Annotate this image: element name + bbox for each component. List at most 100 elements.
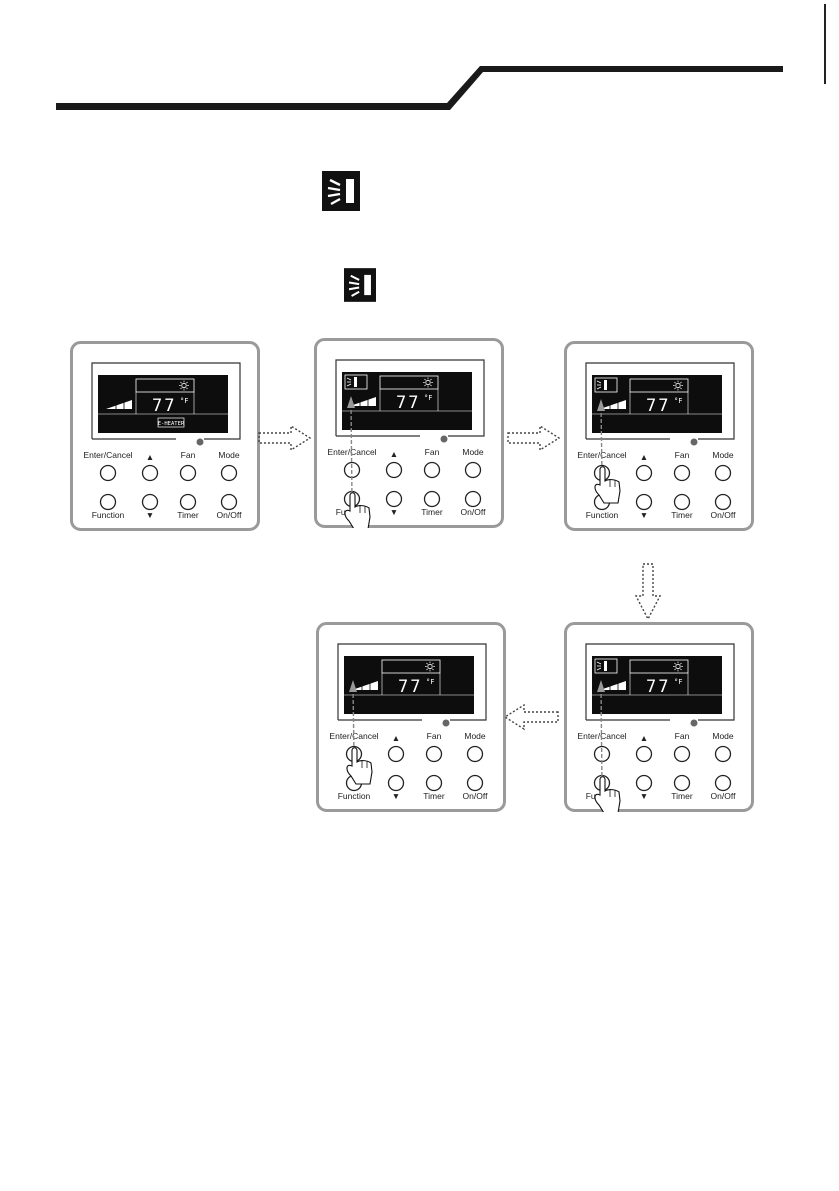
- mode-button[interactable]: [716, 747, 731, 762]
- timer-label: Timer: [671, 791, 693, 801]
- section-header-rule: [0, 0, 839, 120]
- down-button[interactable]: [637, 776, 652, 791]
- dotted-arrow-icon: [506, 424, 562, 457]
- on-off-button[interactable]: [716, 495, 731, 510]
- on-off-label: On/Off: [711, 791, 737, 801]
- page-edge-mark: [822, 4, 830, 84]
- on-off-button[interactable]: [222, 495, 237, 510]
- function-button[interactable]: [101, 495, 116, 510]
- temperature-unit: °F: [674, 397, 682, 405]
- up-label: ▲: [392, 733, 400, 743]
- timer-label: Timer: [423, 791, 445, 801]
- timer-label: Timer: [671, 510, 693, 520]
- up-label: ▲: [640, 733, 648, 743]
- lcd-display: 77 °F: [342, 372, 472, 430]
- temperature-unit: °F: [674, 678, 682, 686]
- dotted-arrow-icon: [634, 562, 662, 627]
- on-off-label: On/Off: [463, 791, 489, 801]
- fan-label: Fan: [675, 450, 690, 460]
- down-label: ▼: [146, 510, 154, 520]
- temperature-readout: 77: [646, 396, 670, 416]
- fan-button[interactable]: [675, 747, 690, 762]
- timer-button[interactable]: [181, 495, 196, 510]
- status-led: [691, 439, 698, 446]
- fan-button[interactable]: [427, 747, 442, 762]
- down-label: ▼: [640, 510, 648, 520]
- function-label: Function: [586, 510, 619, 520]
- down-button[interactable]: [387, 492, 402, 507]
- up-button[interactable]: [389, 747, 404, 762]
- mode-label: Mode: [712, 731, 734, 741]
- temperature-readout: 77: [152, 396, 176, 416]
- on-off-label: On/Off: [217, 510, 243, 520]
- timer-label: Timer: [421, 507, 443, 517]
- up-button[interactable]: [143, 466, 158, 481]
- down-button[interactable]: [389, 776, 404, 791]
- fan-button[interactable]: [675, 466, 690, 481]
- controller-panel-step-4: 77°FEnter/Cancel▲FanModeFunction▼TimerOn…: [564, 622, 754, 812]
- dotted-arrow-icon: [502, 703, 560, 736]
- on-off-label: On/Off: [461, 507, 487, 517]
- function-label: Function: [338, 791, 371, 801]
- up-label: ▲: [146, 452, 154, 462]
- down-label: ▼: [640, 791, 648, 801]
- enter-cancel-label: Enter/Cancel: [83, 450, 132, 460]
- mode-label: Mode: [712, 450, 734, 460]
- controller-panel-step-5: 77°FEnter/Cancel▲FanModeFunction▼TimerOn…: [316, 622, 506, 812]
- timer-button[interactable]: [675, 776, 690, 791]
- down-button[interactable]: [637, 495, 652, 510]
- temperature-readout: 77: [396, 393, 420, 413]
- status-led: [691, 720, 698, 727]
- timer-button[interactable]: [427, 776, 442, 791]
- timer-label: Timer: [177, 510, 199, 520]
- fan-button[interactable]: [181, 466, 196, 481]
- down-label: ▼: [390, 507, 398, 517]
- up-button[interactable]: [387, 463, 402, 478]
- timer-button[interactable]: [675, 495, 690, 510]
- on-off-button[interactable]: [468, 776, 483, 791]
- wind-vane-icon: [322, 171, 360, 216]
- mode-button[interactable]: [716, 466, 731, 481]
- heater-indicator: E-HEATER: [158, 421, 185, 427]
- controller-panel-step-3: 77°FEnter/Cancel▲FanModeFunction▼TimerOn…: [564, 341, 754, 531]
- temperature-unit: °F: [424, 394, 432, 402]
- status-led: [441, 436, 448, 443]
- on-off-button[interactable]: [716, 776, 731, 791]
- temperature-readout: 77: [398, 677, 422, 697]
- lcd-display: 77 °F: [344, 656, 474, 714]
- lcd-display: 77 °F E-HEATER: [98, 375, 228, 433]
- mode-label: Mode: [462, 447, 484, 457]
- controller-panel-step-2: 77°FEnter/Cancel▲FanModeFunction▼TimerOn…: [314, 338, 504, 528]
- fan-label: Fan: [181, 450, 196, 460]
- temperature-readout: 77: [646, 677, 670, 697]
- up-button[interactable]: [637, 747, 652, 762]
- timer-button[interactable]: [425, 492, 440, 507]
- fan-label: Fan: [425, 447, 440, 457]
- on-off-button[interactable]: [466, 492, 481, 507]
- mode-button[interactable]: [468, 747, 483, 762]
- up-button[interactable]: [637, 466, 652, 481]
- fan-button[interactable]: [425, 463, 440, 478]
- status-led: [197, 439, 204, 446]
- fan-label: Fan: [427, 731, 442, 741]
- down-button[interactable]: [143, 495, 158, 510]
- temperature-unit: °F: [180, 397, 188, 405]
- wind-vane-icon: [344, 268, 376, 307]
- status-led: [443, 720, 450, 727]
- up-label: ▲: [390, 449, 398, 459]
- lcd-display: 77 °F: [592, 656, 722, 714]
- mode-button[interactable]: [466, 463, 481, 478]
- temperature-unit: °F: [426, 678, 434, 686]
- mode-button[interactable]: [222, 466, 237, 481]
- down-label: ▼: [392, 791, 400, 801]
- function-label: Function: [92, 510, 125, 520]
- fan-label: Fan: [675, 731, 690, 741]
- enter-cancel-button[interactable]: [101, 466, 116, 481]
- dotted-arrow-icon: [257, 424, 313, 457]
- mode-label: Mode: [218, 450, 240, 460]
- mode-label: Mode: [464, 731, 486, 741]
- up-label: ▲: [640, 452, 648, 462]
- lcd-display: 77 °F: [592, 375, 722, 433]
- on-off-label: On/Off: [711, 510, 737, 520]
